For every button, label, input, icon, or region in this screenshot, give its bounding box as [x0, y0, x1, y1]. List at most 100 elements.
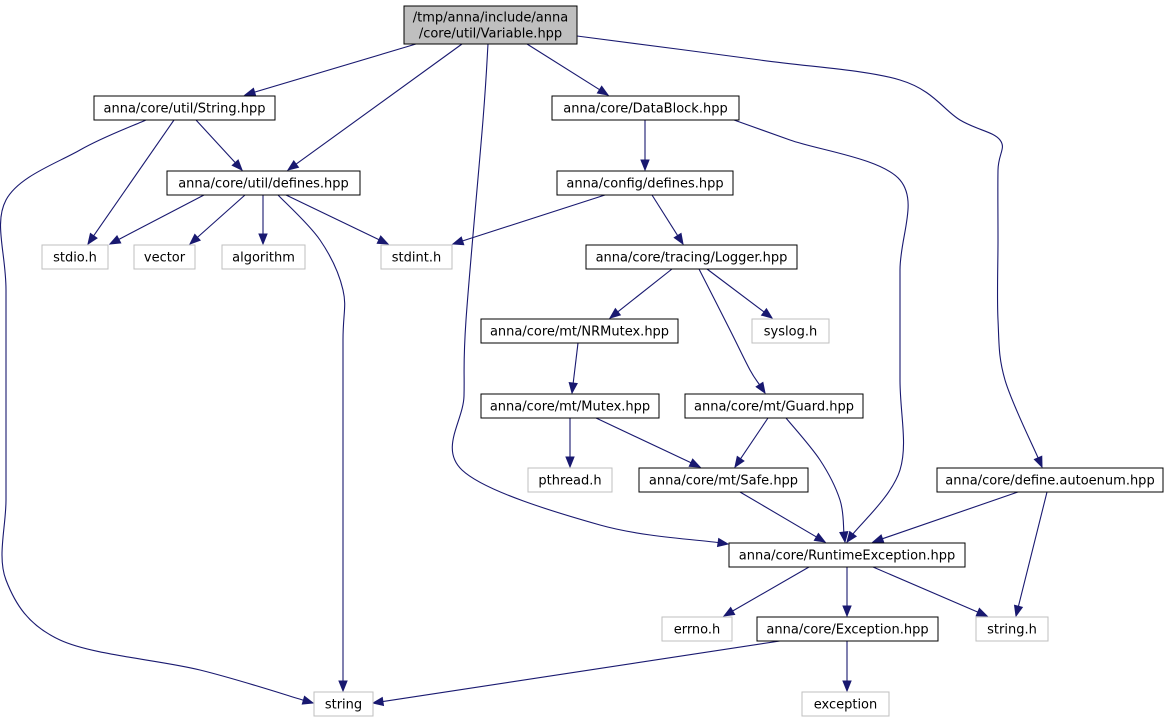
node-box [527, 467, 613, 493]
edge-line [294, 43, 463, 166]
node-box [551, 95, 740, 121]
node-box [975, 616, 1049, 642]
edge-safe-to-runtime [739, 491, 827, 543]
edge-datablock-to-runtime [733, 119, 909, 544]
edge-arrowhead [596, 85, 610, 96]
node-autoenum[interactable]: anna/core/define.autoenum.hpp [936, 467, 1164, 493]
node-safe[interactable]: anna/core/mt/Safe.hpp [638, 467, 809, 493]
edge-autoenum-to-runtime [871, 491, 1019, 544]
node-label: anna/core/mt/Safe.hpp [649, 474, 798, 489]
edge-autoenum-to-string_h [1013, 491, 1048, 618]
edge-line [706, 268, 766, 314]
edge-arrowhead [231, 159, 243, 171]
node-label: vector [144, 251, 186, 266]
edge-logger-to-nrmutex [608, 268, 673, 319]
node-exception[interactable]: exception [801, 691, 890, 717]
edge-line [698, 268, 761, 386]
node-vector[interactable]: vector [133, 244, 196, 270]
node-runtime[interactable]: anna/core/RuntimeException.hpp [728, 542, 966, 568]
edge-line [616, 268, 673, 313]
node-variable[interactable]: /tmp/anna/include/anna/core/util/Variabl… [403, 5, 578, 45]
edge-arrowhead [87, 232, 98, 246]
edge-logger-to-guard [698, 268, 766, 395]
edge-arrowhead [258, 233, 268, 246]
edge-guard-to-runtime [785, 417, 849, 544]
node-label: anna/core/define.autoenum.hpp [945, 474, 1154, 489]
node-string[interactable]: string [313, 691, 374, 717]
node-label: anna/config/defines.hpp [566, 177, 723, 192]
node-label: anna/core/RuntimeException.hpp [739, 549, 955, 564]
edge-util_defines-to-algorithm [258, 195, 268, 246]
edge-arrowhead [722, 606, 736, 617]
node-label: anna/core/mt/Guard.hpp [694, 400, 854, 415]
node-box [221, 244, 306, 270]
edge-line [576, 35, 1039, 459]
edge-runtime-to-errno [722, 566, 810, 617]
node-label: anna/core/mt/Mutex.hpp [490, 400, 650, 415]
edge-arrowhead [734, 455, 745, 469]
node-stdint[interactable]: stdint.h [380, 244, 453, 270]
node-label: errno.h [674, 623, 721, 638]
node-label: anna/core/tracing/Logger.hpp [596, 251, 788, 266]
node-box [403, 5, 578, 45]
node-label: pthread.h [538, 474, 601, 489]
node-label: string.h [987, 623, 1037, 638]
edge-arrowhead [568, 382, 578, 395]
edge-datablock-to-config_defines [640, 120, 650, 172]
edge-util_string-to-string [0, 119, 315, 705]
edge-mutex-to-pthread [565, 418, 575, 469]
node-datablock[interactable]: anna/core/DataBlock.hpp [551, 95, 740, 121]
edge-arrowhead [371, 696, 385, 707]
node-box [93, 95, 276, 121]
edge-arrowhead [1033, 455, 1043, 469]
node-label: /core/util/Variable.hpp [419, 27, 562, 42]
edge-arrowhead [188, 233, 201, 245]
edge-line [785, 417, 845, 534]
node-string_h[interactable]: string.h [975, 616, 1049, 642]
node-exception_hpp[interactable]: anna/core/Exception.hpp [756, 616, 939, 642]
node-box [166, 170, 361, 196]
node-stdio[interactable]: stdio.h [41, 244, 109, 270]
node-box [380, 244, 453, 270]
node-box [313, 691, 374, 717]
edge-line [739, 417, 769, 460]
edge-arrowhead [286, 160, 300, 171]
edge-line [651, 194, 679, 237]
edge-arrowhead [975, 607, 989, 617]
edge-line [0, 119, 305, 702]
node-logger[interactable]: anna/core/tracing/Logger.hpp [585, 244, 798, 270]
edge-util_defines-to-stdio [108, 194, 205, 245]
edge-arrowhead [108, 234, 122, 245]
node-util_string[interactable]: anna/core/util/String.hpp [93, 95, 276, 121]
node-box [480, 318, 679, 344]
edge-util_string-to-stdio [87, 119, 175, 246]
edge-config_defines-to-stdint [451, 194, 606, 246]
node-label: string [325, 698, 362, 713]
node-label: /tmp/anna/include/anna [413, 11, 568, 26]
nodes-layer: /tmp/anna/include/anna/core/util/Variabl… [41, 5, 1164, 717]
edge-arrowhead [846, 530, 858, 544]
node-syslog[interactable]: syslog.h [751, 318, 830, 344]
edge-line [881, 491, 1019, 540]
node-mutex[interactable]: anna/core/mt/Mutex.hpp [480, 393, 660, 419]
edge-line [117, 194, 205, 241]
edge-arrowhead [673, 232, 684, 246]
edge-arrowhead [813, 532, 827, 543]
node-errno[interactable]: errno.h [661, 616, 733, 642]
edge-arrowhead [688, 458, 702, 468]
edge-runtime-to-string_h [872, 566, 989, 617]
edge-arrowhead [243, 87, 257, 97]
node-guard[interactable]: anna/core/mt/Guard.hpp [684, 393, 864, 419]
edge-line [277, 194, 346, 682]
node-util_defines[interactable]: anna/core/util/defines.hpp [166, 170, 361, 196]
node-nrmutex[interactable]: anna/core/mt/NRMutex.hpp [480, 318, 679, 344]
edge-util_string-to-util_defines [195, 119, 243, 171]
node-algorithm[interactable]: algorithm [221, 244, 306, 270]
edge-arrowhead [871, 534, 885, 544]
node-config_defines[interactable]: anna/config/defines.hpp [556, 170, 734, 196]
node-label: anna/core/Exception.hpp [766, 623, 928, 638]
edge-arrowhead [755, 381, 766, 395]
edge-line [595, 417, 693, 464]
node-pthread[interactable]: pthread.h [527, 467, 613, 493]
